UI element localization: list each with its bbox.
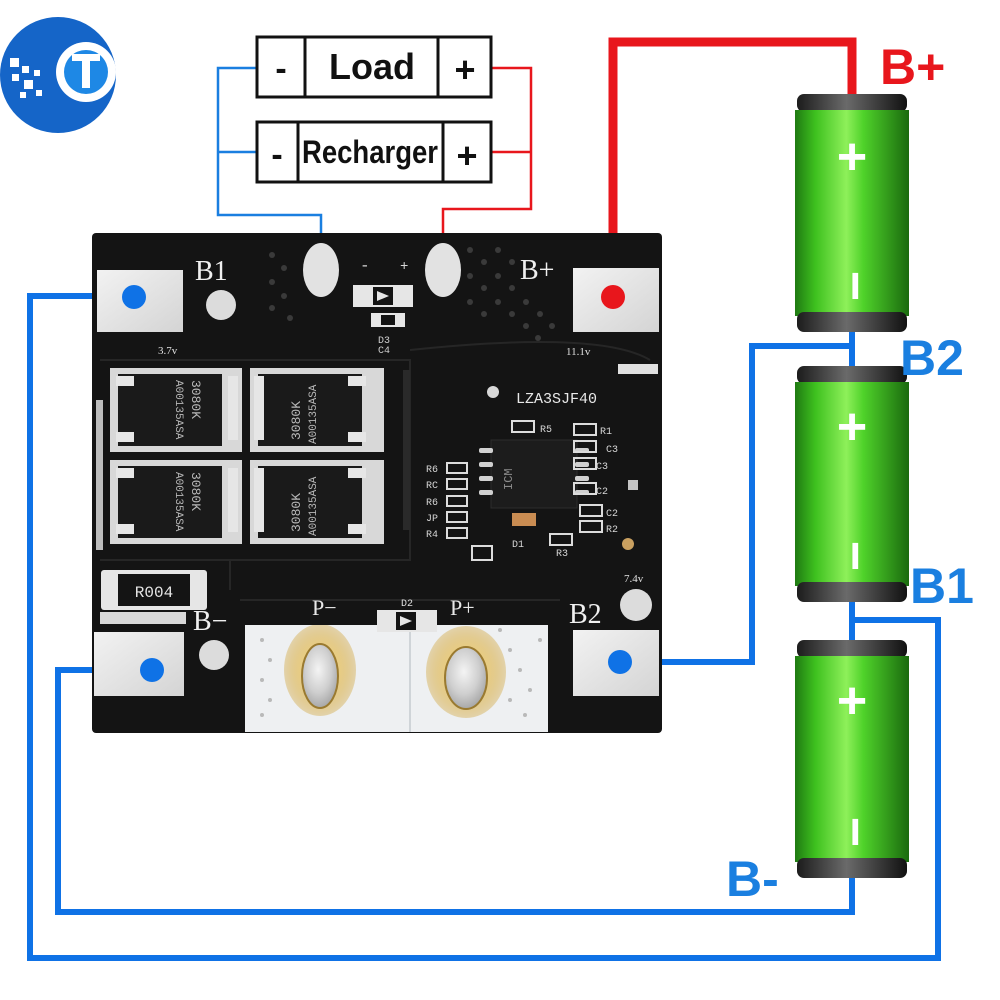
label-b2: B2 <box>900 330 964 386</box>
bms-board: - + D3 C4 B1 B+ B− B2 3.7v 11.1v 7.4v <box>92 233 662 733</box>
mosfet-part-top-right: A00135ASA <box>308 384 320 444</box>
d2-label: D2 <box>401 599 413 610</box>
port-minus-mark: - <box>360 257 370 275</box>
ref-rc: RC <box>426 481 438 492</box>
ref-c3b: C3 <box>596 462 608 473</box>
volt-b1: 3.7v <box>158 345 178 357</box>
battery-bottom-plus: + <box>837 672 867 730</box>
ref-c2a: C2 <box>596 487 608 498</box>
silk-b-plus: B+ <box>520 255 554 286</box>
ref-r2: R2 <box>606 525 618 536</box>
company-logo <box>0 17 116 133</box>
ref-c2b: C2 <box>606 509 618 520</box>
battery-middle-minus: − <box>826 541 884 571</box>
load-plus-lead <box>441 66 533 246</box>
recharger-terminal: - Recharger + <box>255 120 493 184</box>
wire-endpoints <box>122 285 632 682</box>
volt-b2: 7.4v <box>624 573 644 585</box>
ref-r3: R3 <box>556 549 568 560</box>
mosfet-code-bottom-right: 3080K <box>289 493 304 532</box>
ref-jp: JP <box>426 514 438 525</box>
c4-label: C4 <box>378 346 390 357</box>
ref-d1: D1 <box>512 540 524 551</box>
volt-b-plus: 11.1v <box>566 346 591 358</box>
mount-hole-right <box>620 589 652 621</box>
mosfet-array: 3080K A00135ASA 3080K A00135ASA 3080K A0… <box>110 368 384 544</box>
ref-r6a: R6 <box>426 465 438 476</box>
recharger-label: Recharger <box>302 134 438 170</box>
p-minus-label: P− <box>312 595 337 620</box>
recharger-plus-sign: + <box>456 135 477 176</box>
load-minus-sign: - <box>275 50 286 88</box>
load-terminal: - Load + <box>255 35 493 99</box>
dot-b-plus <box>601 285 625 309</box>
battery-cell-middle: + − <box>795 366 909 602</box>
load-plus-sign: + <box>454 49 475 90</box>
dot-b-minus <box>140 658 164 682</box>
ic-marking: ICM <box>502 468 516 490</box>
mosfet-part-bottom-left: A00135ASA <box>172 472 184 532</box>
mosfet-code-bottom-left: 3080K <box>188 472 203 511</box>
p-plus-label: P+ <box>450 595 475 620</box>
d3-label: D3 <box>378 336 390 347</box>
b-plus-wire <box>608 37 857 297</box>
dot-b1 <box>122 285 146 309</box>
silk-b2: B2 <box>569 599 602 630</box>
silk-b-minus: B− <box>193 606 227 637</box>
ref-r1: R1 <box>600 427 612 438</box>
dot-b2 <box>608 650 632 674</box>
b1-wire <box>27 293 941 961</box>
port-minus-pad <box>303 243 339 297</box>
mount-hole-top <box>206 290 236 320</box>
component-refs: R5 R1 C3 C3 C2 C2 R2 R3 R6 RC R6 JP R4 D… <box>426 425 618 560</box>
ref-r6b: R6 <box>426 498 438 509</box>
mosfet-part-top-left: A00135ASA <box>172 380 184 440</box>
battery-top-minus: − <box>826 271 884 301</box>
control-ic <box>490 439 578 509</box>
mosfet-code-top-left: 3080K <box>188 380 203 419</box>
smd-components <box>446 420 603 561</box>
port-plus-pad <box>425 243 461 297</box>
label-b1: B1 <box>910 558 974 614</box>
ref-r4: R4 <box>426 530 438 541</box>
battery-cell-top: + − <box>795 94 909 332</box>
load-minus-lead <box>216 66 323 246</box>
mosfet-part-bottom-right: A00135ASA <box>308 476 320 536</box>
p-plus-solder <box>444 646 488 710</box>
pad-b-minus <box>94 632 184 696</box>
port-plus-mark: + <box>400 259 408 275</box>
wiring <box>27 37 941 961</box>
p-minus-solder <box>301 643 339 709</box>
label-b-minus: B- <box>726 851 779 907</box>
battery-bottom-minus: − <box>826 817 884 847</box>
load-label: Load <box>329 46 415 87</box>
silk-b1: B1 <box>195 256 228 287</box>
battery-middle-plus: + <box>837 398 867 456</box>
ref-r5: R5 <box>540 425 552 436</box>
battery-top-plus: + <box>837 128 867 186</box>
mosfet-code-top-right: 3080K <box>289 401 304 440</box>
resistor-label: R004 <box>135 584 173 602</box>
recharger-minus-sign: - <box>271 136 282 174</box>
model-label: LZA3SJF40 <box>516 391 597 408</box>
b-minus-wire <box>55 667 855 915</box>
ref-c3a: C3 <box>606 445 618 456</box>
mount-hole-bottom <box>199 640 229 670</box>
label-b-plus: B+ <box>880 39 945 95</box>
battery-cell-bottom: + − <box>795 640 909 878</box>
